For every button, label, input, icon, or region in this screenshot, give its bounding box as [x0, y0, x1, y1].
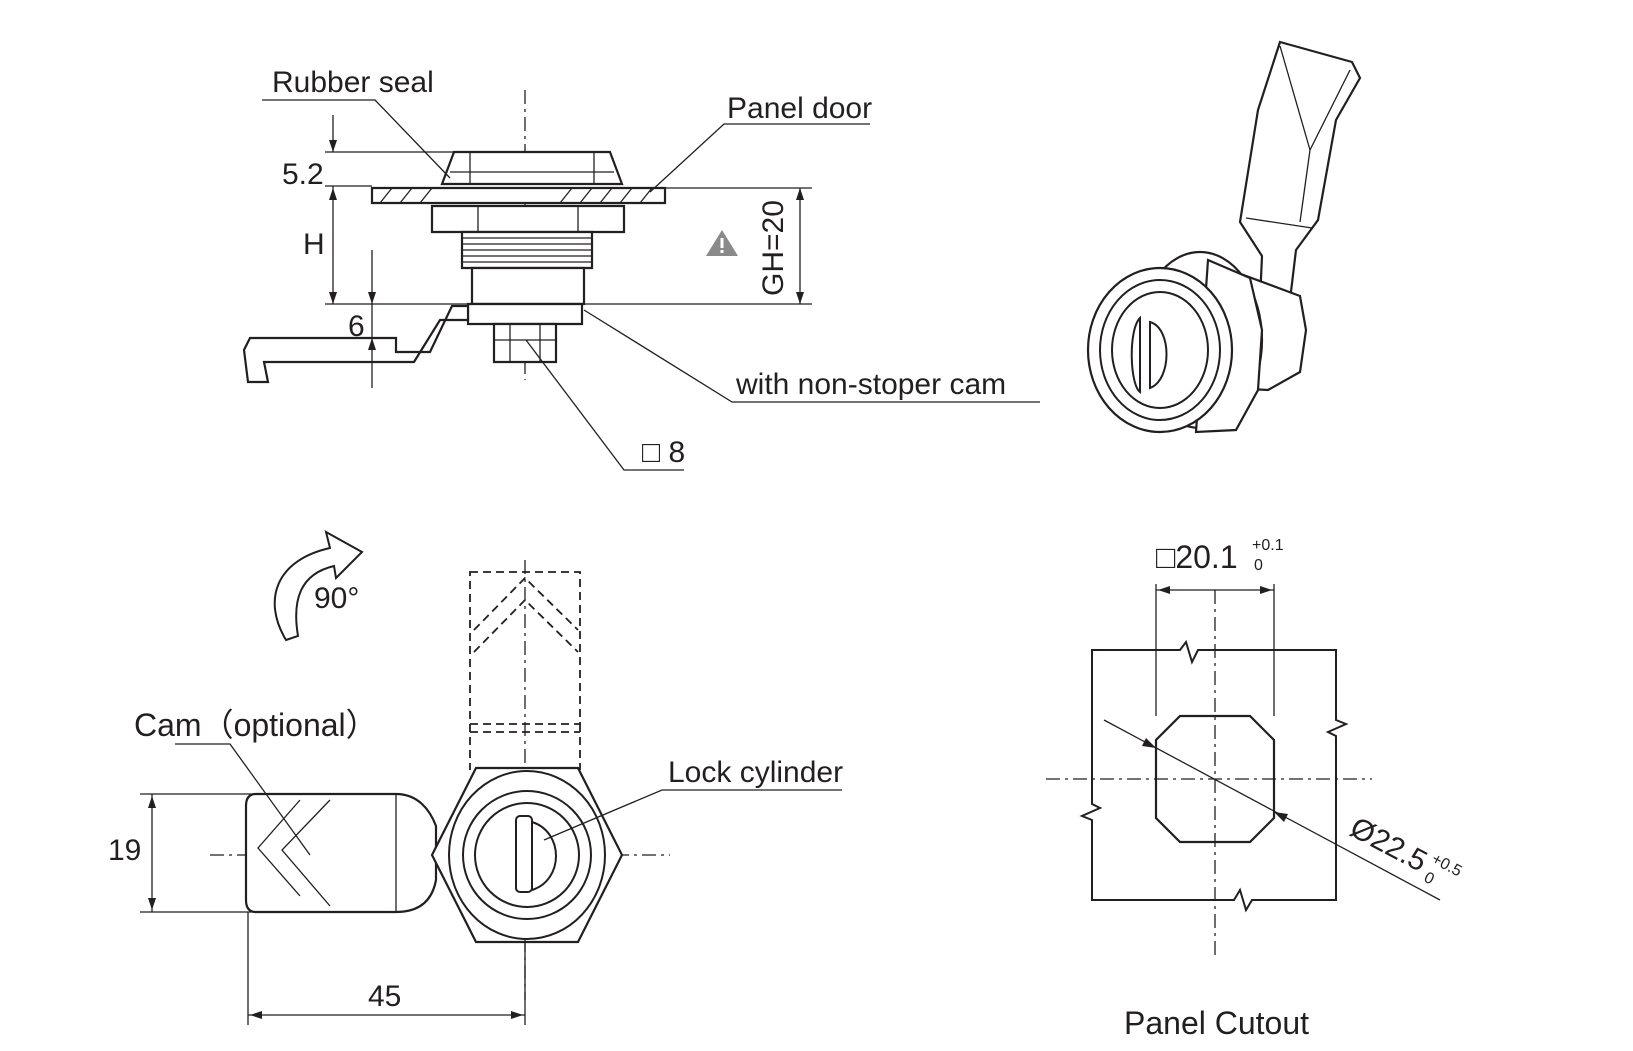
cutout-square-tol-upper: +0.1 [1252, 537, 1284, 554]
square-8-label: □ 8 [642, 436, 685, 469]
cutout-dia-group: Ø22.5 +0.5 0 [1345, 811, 1465, 888]
panel-cutout: □20.1 +0.1 0 Ø22.5 +0.5 0 Panel Cutout [1046, 537, 1465, 1041]
isometric-view [1086, 40, 1362, 434]
dim-gh-label: GH=20 [757, 200, 790, 296]
rubber-seal-label: Rubber seal [272, 66, 434, 99]
panel-cutout-label: Panel Cutout [1124, 1005, 1309, 1041]
panel-door-label: Panel door [727, 92, 872, 125]
warning-triangle-icon [706, 230, 738, 256]
dim-45-label: 45 [368, 980, 401, 1013]
side-view: Rubber seal Panel door 5.2 H 6 GH=20 wit… [242, 66, 1040, 471]
cutout-dia-base: Ø22.5 [1345, 811, 1433, 879]
cutout-square-base: □20.1 [1156, 539, 1238, 575]
cutout-dia-tol-lower: 0 [1421, 869, 1437, 888]
dim-6-label: 6 [348, 310, 365, 343]
front-view: 90° [108, 530, 843, 1025]
non-stoper-cam-label: with non-stoper cam [735, 368, 1006, 401]
cutout-square-tol-lower: 0 [1254, 557, 1263, 574]
rotation-label: 90° [314, 582, 359, 615]
dim-h-label: H [303, 228, 325, 261]
dim-5-2-label: 5.2 [282, 158, 324, 191]
cutout-square-label: □20.1 [1156, 539, 1238, 575]
lock-cylinder-label: Lock cylinder [668, 756, 843, 789]
curved-arrow-icon [273, 530, 364, 642]
cam-optional-label: Cam（optional） [134, 707, 378, 743]
dim-19-label: 19 [108, 834, 141, 867]
